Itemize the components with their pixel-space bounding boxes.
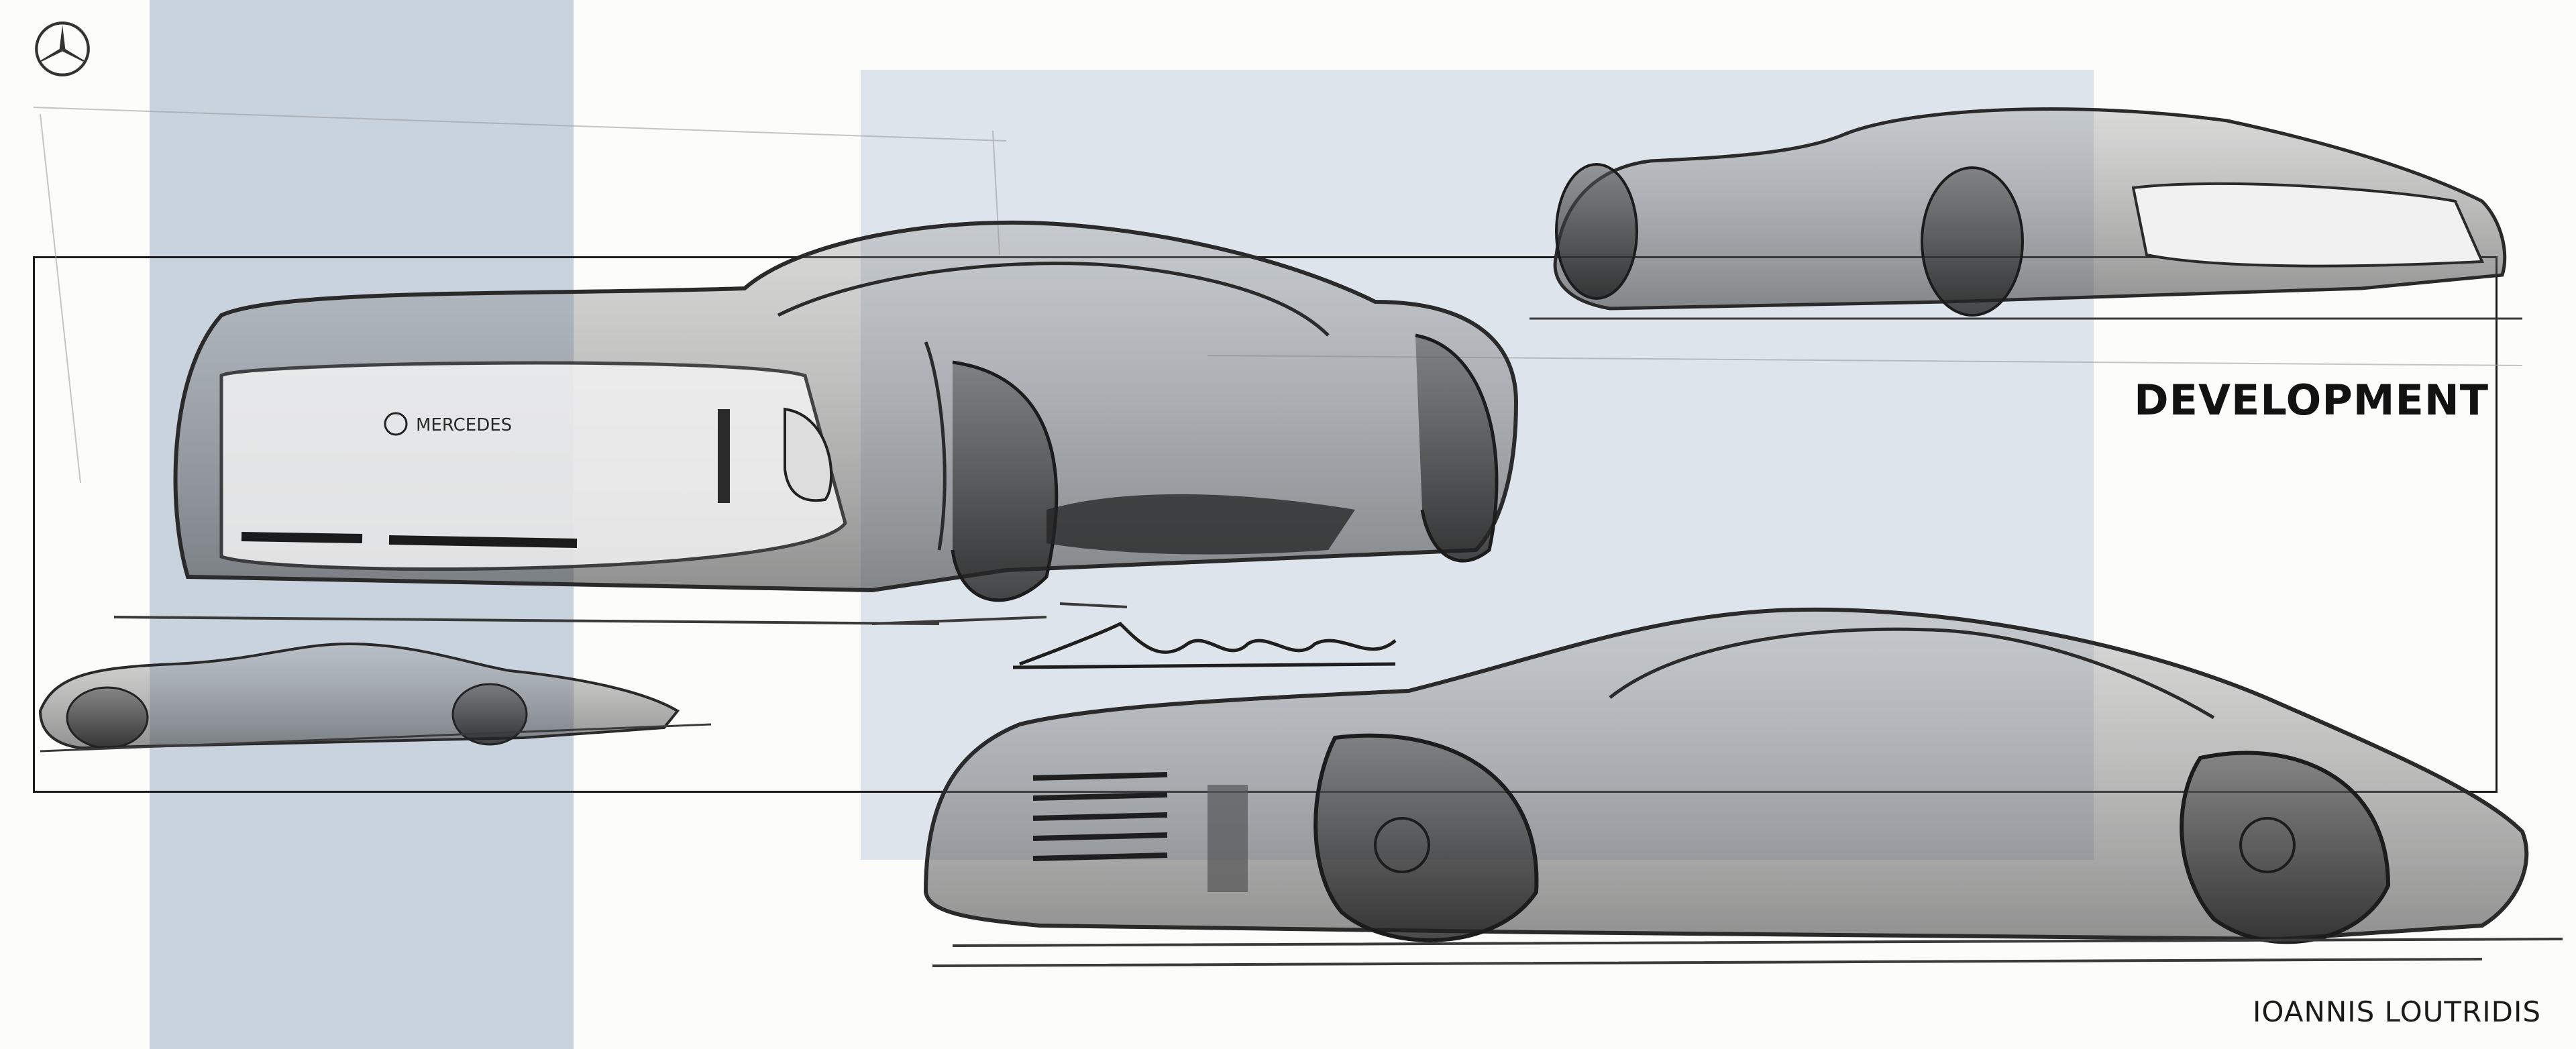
car-badge-text: MERCEDES	[416, 415, 512, 435]
car-sketch-rear-three-quarter	[1529, 107, 2522, 320]
mercedes-star-icon	[35, 21, 90, 76]
author-name: IOANNIS LOUTRIDIS	[2253, 995, 2541, 1028]
page-title: DEVELOPMENT	[2134, 376, 2489, 425]
car-sketch-side-large	[923, 607, 2563, 967]
car-sketch-front-three-quarter: MERCEDES	[113, 220, 1519, 625]
designer-signature	[1012, 621, 1397, 669]
car-sketch-side-small	[38, 642, 712, 753]
